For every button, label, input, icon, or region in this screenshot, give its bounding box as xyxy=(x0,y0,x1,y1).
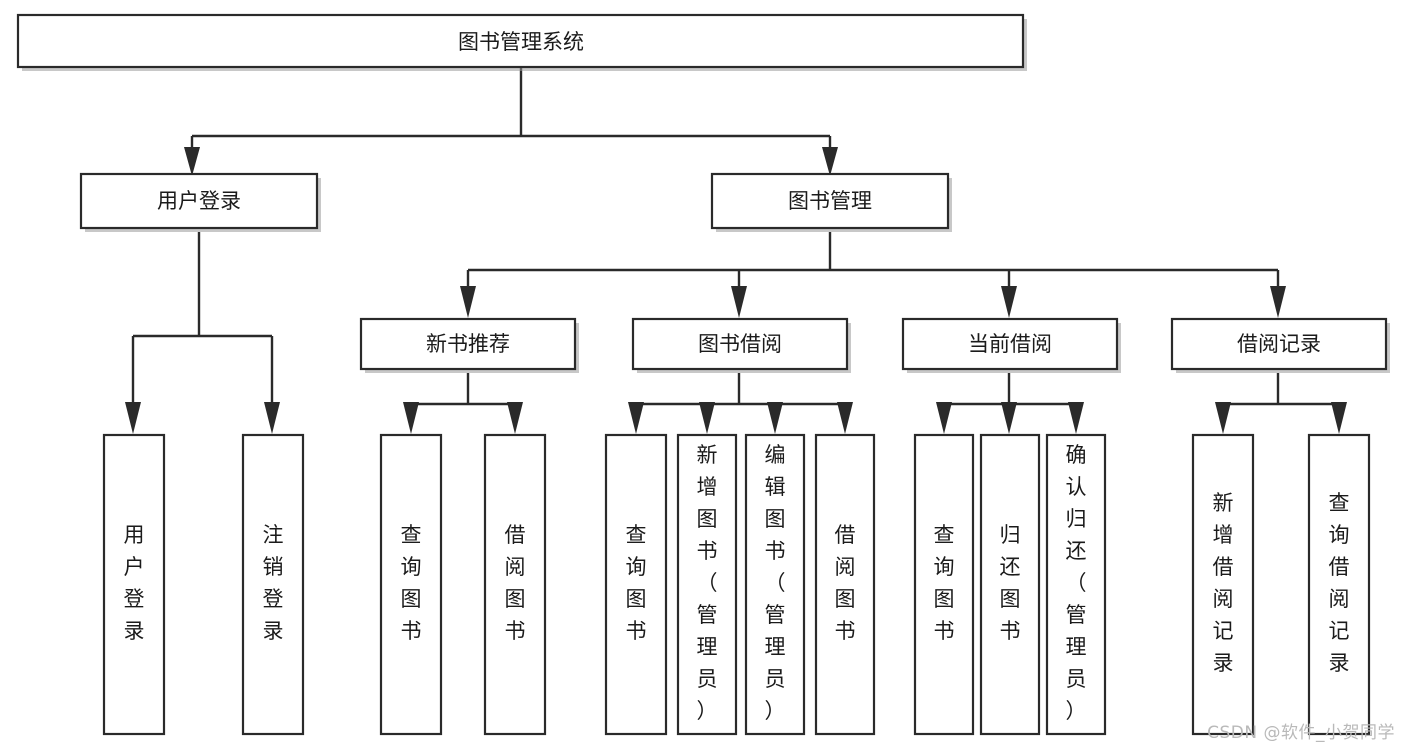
connector-group-borrow-record xyxy=(1215,373,1347,434)
arrow-head-leaf-query-record xyxy=(1331,402,1347,434)
arrow-head-user-login xyxy=(184,147,200,176)
leaf-query-book-2-label: 查询图书 xyxy=(626,523,647,643)
node-book-borrow-box[interactable] xyxy=(631,317,849,371)
leaf-query-book-1[interactable]: 查询图书 xyxy=(379,433,443,736)
node-borrow-record-label: 借阅记录 xyxy=(1237,332,1321,356)
leaf-add-record-box[interactable] xyxy=(1191,433,1255,736)
arrow-head-leaf-borrow-book-2 xyxy=(837,402,853,434)
leaf-query-book-3-label: 查询图书 xyxy=(934,523,955,643)
arrow-head-book-borrow xyxy=(731,286,747,318)
node-root-label: 图书管理系统 xyxy=(458,30,584,54)
leaf-borrow-book-2-box[interactable] xyxy=(814,433,876,736)
connector-group-book-manage xyxy=(460,232,1286,318)
connector-group-user-login xyxy=(125,232,280,434)
leaf-return-book[interactable]: 归还图书 xyxy=(979,433,1041,736)
node-user-login[interactable]: 用户登录 xyxy=(79,172,321,232)
arrow-head-leaf-add-book xyxy=(699,402,715,434)
arrow-head-leaf-query-book-3 xyxy=(936,402,952,434)
leaf-user-logout-box[interactable] xyxy=(241,433,305,736)
leaf-borrow-book-2-label: 借阅图书 xyxy=(835,523,856,643)
node-current-borrow[interactable]: 当前借阅 xyxy=(901,317,1121,373)
node-root[interactable]: 图书管理系统 xyxy=(16,13,1027,71)
node-book-borrow[interactable]: 图书借阅 xyxy=(631,317,851,373)
arrow-head-leaf-user-login xyxy=(125,402,141,434)
leaf-query-book-3[interactable]: 查询图书 xyxy=(913,433,975,736)
connector-group-book-borrow xyxy=(628,373,853,434)
arrow-head-leaf-confirm-return xyxy=(1068,402,1084,434)
node-new-book-recommend[interactable]: 新书推荐 xyxy=(359,317,579,373)
arrow-head-leaf-query-book-2 xyxy=(628,402,644,434)
leaf-borrow-book-1-box[interactable] xyxy=(483,433,547,736)
arrow-head-leaf-borrow-book-1 xyxy=(507,402,523,434)
connector-group-current-borrow xyxy=(936,373,1084,434)
leaf-borrow-book-1-label: 借阅图书 xyxy=(505,523,526,643)
arrow-head-leaf-edit-book xyxy=(767,402,783,434)
leaf-borrow-book-1[interactable]: 借阅图书 xyxy=(483,433,547,736)
arrow-head-leaf-return-book xyxy=(1001,402,1017,434)
node-book-manage[interactable]: 图书管理 xyxy=(710,172,952,232)
leaf-user-login[interactable]: 用户登录 xyxy=(102,433,166,736)
leaf-query-record-box[interactable] xyxy=(1307,433,1371,736)
arrow-head-leaf-user-logout xyxy=(264,402,280,434)
connector-group-new-book-recommend xyxy=(403,373,523,434)
leaf-query-record[interactable]: 查询借阅记录 xyxy=(1307,433,1371,736)
arrow-head-leaf-query-book-1 xyxy=(403,402,419,434)
leaf-add-record-label: 新增借阅记录 xyxy=(1213,491,1234,675)
node-new-book-recommend-box[interactable] xyxy=(359,317,577,371)
csdn-watermark: CSDN @软件_小贺同学 xyxy=(1207,723,1395,743)
leaf-user-login-box[interactable] xyxy=(102,433,166,736)
leaf-add-book-label: 新增图书（管理员） xyxy=(697,443,718,723)
node-book-manage-label: 图书管理 xyxy=(788,189,872,213)
arrow-head-leaf-add-record xyxy=(1215,402,1231,434)
leaf-edit-book-box[interactable] xyxy=(744,433,806,736)
leaf-return-book-box[interactable] xyxy=(979,433,1041,736)
leaf-confirm-return-box[interactable] xyxy=(1045,433,1107,736)
node-user-login-label: 用户登录 xyxy=(157,189,241,213)
node-root-box[interactable] xyxy=(16,13,1025,69)
leaf-query-book-3-box[interactable] xyxy=(913,433,975,736)
connector-group-root xyxy=(184,67,838,176)
node-book-borrow-label: 图书借阅 xyxy=(698,332,782,356)
leaf-edit-book[interactable]: 编辑图书（管理员） xyxy=(744,433,806,736)
node-borrow-record[interactable]: 借阅记录 xyxy=(1170,317,1390,373)
leaf-add-book[interactable]: 新增图书（管理员） xyxy=(676,433,738,736)
leaf-confirm-return[interactable]: 确认归还（管理员） xyxy=(1045,433,1107,736)
leaf-edit-book-label: 编辑图书（管理员） xyxy=(765,443,786,723)
node-new-book-recommend-label: 新书推荐 xyxy=(426,332,510,356)
leaf-return-book-label: 归还图书 xyxy=(1000,523,1021,643)
arrow-head-new-book-recommend xyxy=(460,286,476,318)
leaf-query-book-1-box[interactable] xyxy=(379,433,443,736)
leaf-query-book-2[interactable]: 查询图书 xyxy=(604,433,668,736)
leaf-add-record[interactable]: 新增借阅记录 xyxy=(1191,433,1255,736)
leaf-user-login-label: 用户登录 xyxy=(124,523,145,643)
leaf-query-record-label: 查询借阅记录 xyxy=(1329,491,1350,675)
leaf-query-book-2-box[interactable] xyxy=(604,433,668,736)
arrow-head-borrow-record xyxy=(1270,286,1286,318)
leaf-add-book-box[interactable] xyxy=(676,433,738,736)
leaf-borrow-book-2[interactable]: 借阅图书 xyxy=(814,433,876,736)
node-book-manage-box[interactable] xyxy=(710,172,950,230)
node-borrow-record-box[interactable] xyxy=(1170,317,1388,371)
node-current-borrow-label: 当前借阅 xyxy=(968,332,1052,356)
leaf-query-book-1-label: 查询图书 xyxy=(401,523,422,643)
node-current-borrow-box[interactable] xyxy=(901,317,1119,371)
leaf-user-logout-label: 注销登录 xyxy=(263,523,284,643)
arrow-head-current-borrow xyxy=(1001,286,1017,318)
leaf-confirm-return-label: 确认归还（管理员） xyxy=(1066,443,1087,723)
arrow-head-book-manage xyxy=(822,147,838,176)
node-user-login-box[interactable] xyxy=(79,172,319,230)
leaf-user-logout[interactable]: 注销登录 xyxy=(241,433,305,736)
